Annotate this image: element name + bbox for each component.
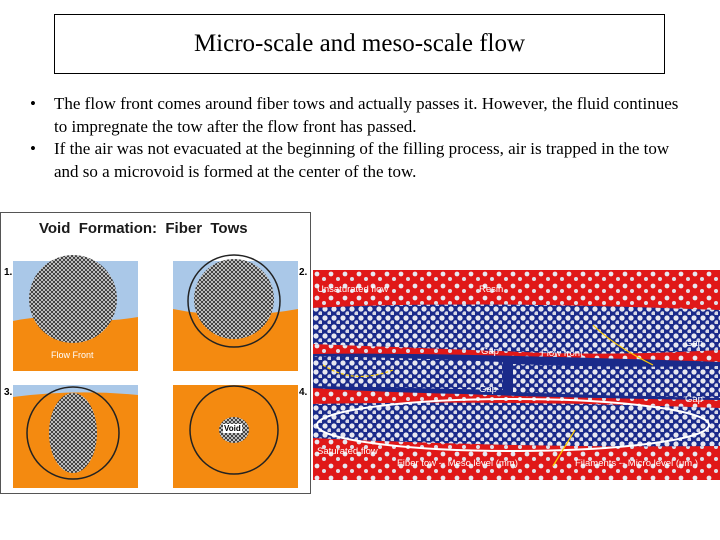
bullet-text: The flow front comes around fiber tows a… <box>54 93 690 138</box>
gap-label: Gap <box>685 394 703 405</box>
unsaturated-flow-label: Unsaturated flow <box>317 284 388 295</box>
gap-label: Gap <box>479 384 497 395</box>
saturated-flow-label: Saturated flow <box>317 446 378 457</box>
void-label: Void <box>223 424 242 433</box>
fiber-tow-label: Fiber tow -- Meso level (mm) <box>397 458 518 469</box>
bullet-dot: • <box>30 93 54 138</box>
panel-3 <box>13 385 138 488</box>
gap-label: Gap <box>481 346 499 357</box>
gap-label: Gap <box>685 338 703 349</box>
panel-number: 2. <box>299 267 307 278</box>
bullet-item: • If the air was not evacuated at the be… <box>30 138 690 183</box>
slide-title: Micro-scale and meso-scale flow <box>54 14 665 74</box>
bullet-list: • The flow front comes around fiber tows… <box>30 93 690 183</box>
panel-2 <box>173 255 298 371</box>
panel-4 <box>173 385 298 488</box>
void-formation-figure: Void Formation: Fiber Tows <box>0 212 311 494</box>
void-formation-diagram <box>1 213 310 493</box>
panel-number: 4. <box>299 387 307 398</box>
bullet-item: • The flow front comes around fiber tows… <box>30 93 690 138</box>
bullet-text: If the air was not evacuated at the begi… <box>54 138 690 183</box>
panel-number: 1. <box>4 267 12 278</box>
slide-title-text: Micro-scale and meso-scale flow <box>194 30 525 58</box>
bullet-dot: • <box>30 138 54 183</box>
flow-front-figure: Unsaturated flow Resin Gap Flow front Ga… <box>313 270 720 480</box>
panel-number: 3. <box>4 387 12 398</box>
flow-front-label: Flow front <box>541 348 583 359</box>
resin-label: Resin <box>479 284 503 295</box>
flow-front-label: Flow Front <box>51 350 94 360</box>
filaments-label: Filaments -- Micro level (um ) <box>575 458 698 469</box>
